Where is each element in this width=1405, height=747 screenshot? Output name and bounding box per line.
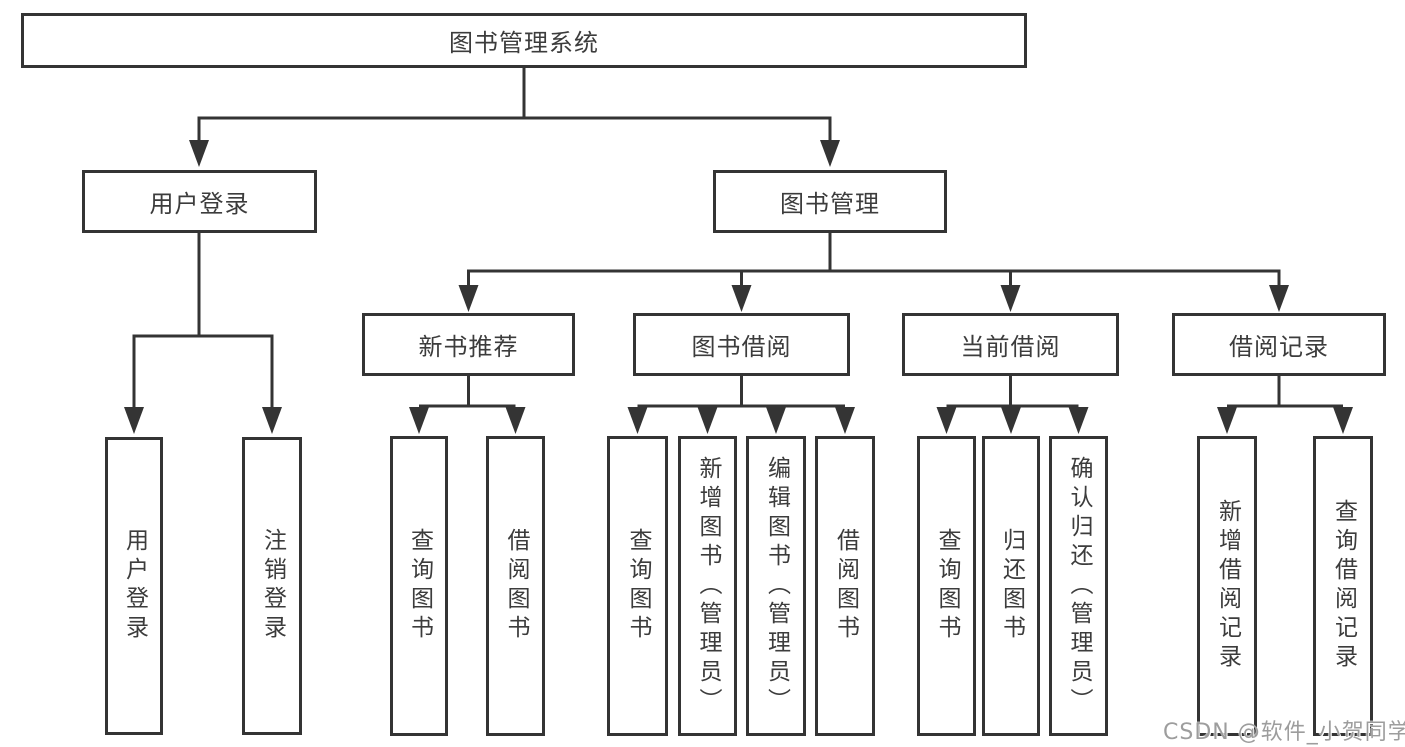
leaf-add-book-admin: 新增图书（管理员） [678,436,737,736]
leaf-query-books-borrow: 查询图书 [607,436,668,736]
leaf-user-login: 用户登录 [105,437,163,735]
leaf-add-borrow-record: 新增借阅记录 [1197,436,1257,736]
leaf-query-borrow-record: 查询借阅记录 [1313,436,1373,736]
leaf-query-books-current: 查询图书 [917,436,976,736]
node-borrow-records: 借阅记录 [1172,313,1386,376]
watermark: CSDN @软件_小贺同学 [1163,720,1405,745]
leaf-confirm-return-admin: 确认归还（管理员） [1049,436,1108,736]
node-user-login: 用户登录 [82,170,317,233]
node-current-borrow: 当前借阅 [902,313,1119,376]
leaf-logout: 注销登录 [242,437,302,735]
leaf-borrow-books-recommend: 借阅图书 [486,436,545,736]
node-book-borrow: 图书借阅 [633,313,850,376]
node-new-book-recommend: 新书推荐 [362,313,575,376]
leaf-borrow-books: 借阅图书 [815,436,875,736]
leaf-edit-book-admin: 编辑图书（管理员） [746,436,806,736]
node-system-root: 图书管理系统 [21,13,1027,68]
node-book-management: 图书管理 [713,170,947,233]
leaf-query-books-recommend: 查询图书 [390,436,448,736]
leaf-return-book: 归还图书 [982,436,1040,736]
